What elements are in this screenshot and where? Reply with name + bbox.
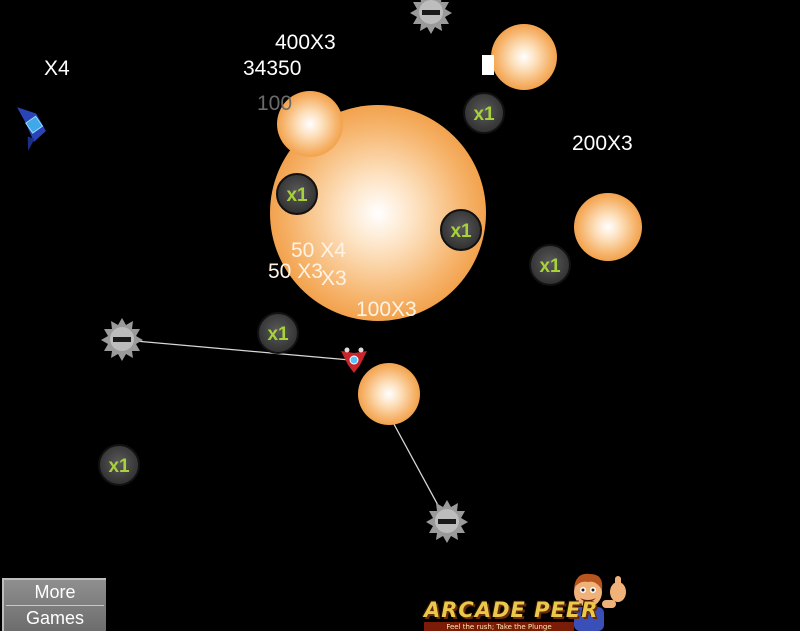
mine-icon [426,500,468,543]
svg-text:x1: x1 [473,104,495,125]
sponsor-name: ARCADE PEER [424,598,599,622]
score-popup: 50 X4 [291,239,346,262]
mine-icon [101,318,143,361]
more-games-label-line1: More [34,582,76,602]
mascot-icon [574,573,626,631]
pickup-x1-icon[interactable]: x1 [529,244,571,286]
tether-line [388,414,447,521]
orb [270,105,486,321]
player-ship-icon[interactable] [341,347,367,374]
more-games-label-line2: Games [25,608,85,628]
orb [491,24,557,90]
score-popup: 200X3 [572,132,633,155]
more-games-button[interactable]: More Games [2,578,106,631]
score-popup: 50 X3 [268,260,323,283]
pickup-x1-icon[interactable]: x1 [440,209,482,251]
pickup-x1-icon[interactable]: x1 [463,92,505,134]
sponsor-logo[interactable]: ARCADE PEER Feel the rush; Take the Plun… [420,566,640,631]
more-games-divider [6,605,104,606]
svg-text:x1: x1 [539,256,561,277]
svg-text:x1: x1 [450,221,472,242]
orb [277,91,343,157]
score-display: 34350 [243,57,302,80]
sponsor-tagline: Feel the rush; Take the Plunge [424,622,574,631]
pickup-x1-icon[interactable]: x1 [276,173,318,215]
tether-line [123,339,351,361]
multiplier-display: X4 [44,57,70,80]
pickup-x1-icon[interactable]: x1 [257,312,299,354]
pickup-x1-icon[interactable]: x1 [98,444,140,486]
svg-text:x1: x1 [267,324,289,345]
svg-text:x1: x1 [108,456,130,477]
shot-fragment [482,55,494,75]
orb [358,363,420,425]
orb [574,193,642,261]
score-popup: 400X3 [275,31,336,54]
score-popup: X3 [321,267,347,290]
mine-icon [410,0,452,34]
enemy-ship-icon [17,107,46,151]
faded-score-text: 100 [257,92,293,115]
svg-text:x1: x1 [286,185,308,206]
score-popup: 100X3 [356,298,417,321]
